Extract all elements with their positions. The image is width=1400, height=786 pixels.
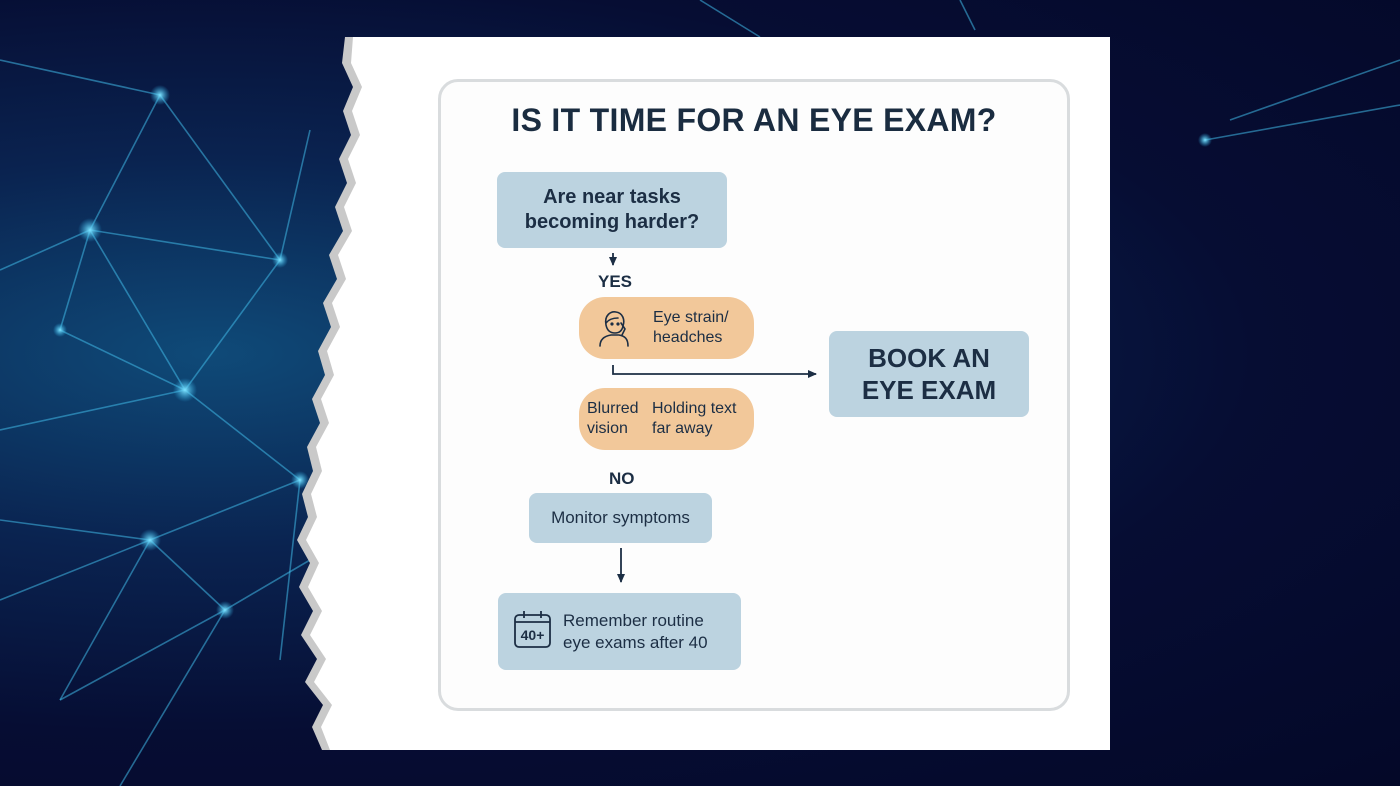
calendar-icon: 40+ — [514, 611, 551, 648]
monitor-text: Monitor symptoms — [551, 508, 690, 527]
remember-routine-box: 40+ Remember routine eye exams after 40 — [498, 593, 741, 670]
eye-strain-line2: headches — [653, 329, 723, 346]
eye-strain-line1: Eye strain/ — [653, 309, 729, 326]
diagram-title: IS IT TIME FOR AN EYE EXAM? — [511, 102, 997, 138]
question-line2: becoming harder? — [524, 211, 700, 233]
no-label: NO — [609, 469, 635, 488]
symptom-eye-strain: Eye strain/ headches — [579, 297, 754, 359]
book-line1: BOOK AN — [868, 343, 990, 373]
remember-line2: eye exams after 40 — [563, 633, 708, 652]
book-eye-exam-box: BOOK AN EYE EXAM — [829, 331, 1029, 417]
arrow-symptoms-to-book — [612, 365, 817, 378]
blurred-line1: Blurred — [587, 400, 639, 417]
question-box: Are near tasks becoming harder? — [497, 172, 727, 248]
blurred-line2: vision — [587, 420, 628, 437]
book-line2: EYE EXAM — [861, 375, 997, 405]
yes-label: YES — [598, 272, 633, 291]
question-line1: Are near tasks — [543, 186, 681, 208]
person-headache-icon — [599, 311, 629, 347]
calendar-badge-text: 40+ — [521, 627, 545, 643]
holding-line1: Holding text — [652, 400, 737, 417]
holding-line2: far away — [652, 420, 713, 437]
torn-paper: IS IT TIME FOR AN EYE EXAM? Are near tas… — [295, 37, 1110, 750]
symptom-blurred-holding: Blurred vision Holding text far away — [579, 388, 754, 450]
monitor-symptoms-box: Monitor symptoms — [529, 493, 712, 543]
flowchart-card: IS IT TIME FOR AN EYE EXAM? Are near tas… — [438, 79, 1070, 711]
remember-line1: Remember routine — [563, 611, 704, 630]
